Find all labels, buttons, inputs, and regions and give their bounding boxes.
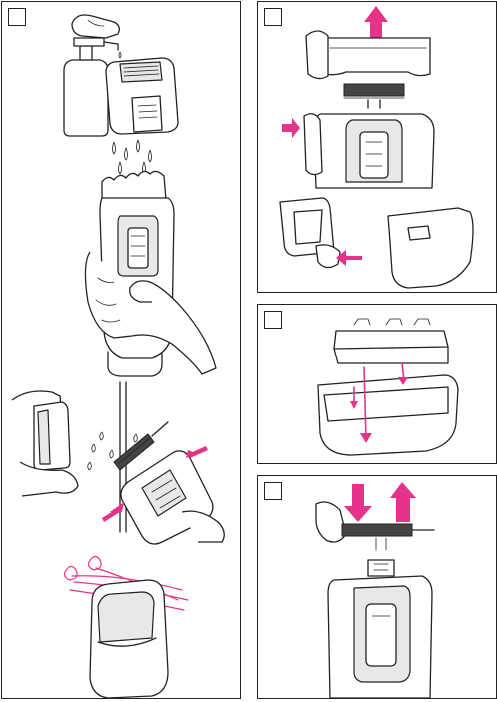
remove-head-illustration xyxy=(258,2,497,294)
panel-remove-head xyxy=(257,1,497,293)
arrow-right-icon xyxy=(282,118,300,138)
panel-clean-frame xyxy=(257,304,497,464)
dry-shaver-illustration xyxy=(2,2,242,702)
arrow-up-icon xyxy=(390,482,416,522)
arrow-up-icon xyxy=(364,6,388,42)
panel-left-column xyxy=(1,1,241,699)
clean-frame-illustration xyxy=(258,305,497,465)
arrow-down-icon xyxy=(344,484,372,522)
panel-insert-brush xyxy=(257,475,497,699)
insert-brush-illustration xyxy=(258,476,497,700)
